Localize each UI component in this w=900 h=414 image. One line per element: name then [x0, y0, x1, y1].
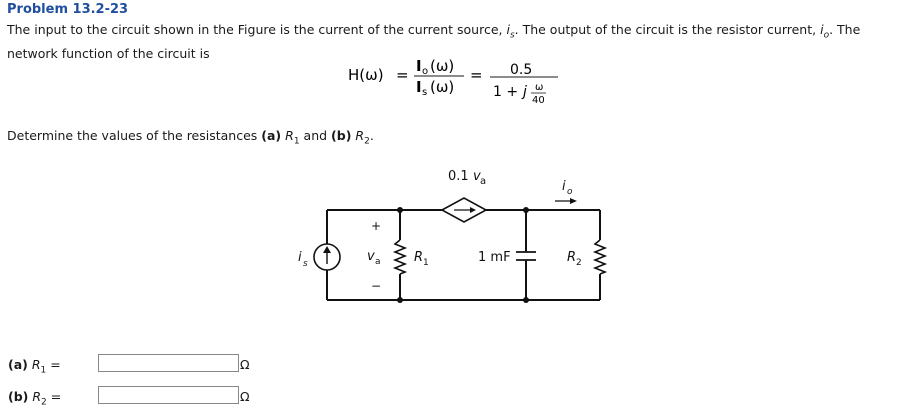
- va-sub: a: [375, 257, 381, 267]
- output-current-arrow: [555, 198, 577, 204]
- answer-sub-r1: 1: [40, 365, 47, 376]
- current-source-symbol: [313, 243, 341, 271]
- r2-resistor-symbol: [592, 239, 608, 275]
- intro-source-var: i: [506, 22, 510, 37]
- node-dot: [397, 297, 403, 303]
- answer-unit-r2: Ω: [240, 389, 250, 404]
- question-part-b: (b): [331, 128, 352, 143]
- intro-output-sub: o: [823, 30, 830, 41]
- answer-sub-r2: 2: [41, 397, 47, 408]
- formula-lhs: H(ω): [348, 66, 384, 84]
- cap-label: 1 mF: [478, 250, 511, 265]
- formula-num-sym: I: [416, 57, 422, 75]
- va-var: v: [367, 249, 375, 264]
- question-r2-sub: 2: [364, 136, 370, 147]
- question-text: Determine the values of the resistances …: [7, 128, 374, 147]
- problem-intro: The input to the circuit shown in the Fi…: [7, 21, 897, 63]
- intro-output-var: i: [820, 22, 824, 37]
- problem-title: Problem 13.2-23: [7, 2, 129, 17]
- va-minus: −: [371, 279, 381, 293]
- r1-answer-input[interactable]: [98, 354, 239, 372]
- formula-num-arg: (ω): [430, 57, 454, 75]
- answer-equals-r2: =: [50, 389, 62, 404]
- node-dot: [523, 207, 529, 213]
- formula-den-arg: (ω): [430, 78, 454, 96]
- answer-label-r1: (a) R1 =: [8, 357, 61, 376]
- capacitor-symbol: [516, 251, 536, 261]
- formula-value-den-frac-num: ω: [535, 82, 543, 93]
- output-current-var: i: [562, 179, 566, 194]
- formula-value-den-j: j: [521, 84, 527, 100]
- r1-sub: 1: [423, 258, 429, 268]
- dependent-source-symbol: [440, 197, 488, 223]
- source-current-sub: s: [303, 259, 308, 269]
- va-plus: +: [371, 219, 381, 233]
- formula-value-den-frac-den: 40: [532, 95, 545, 106]
- intro-source-sub: s: [509, 30, 515, 41]
- question-end: .: [369, 128, 374, 143]
- question-r1: R: [285, 128, 294, 143]
- r2-answer-input[interactable]: [98, 386, 239, 404]
- answer-part-a: (a): [8, 357, 28, 372]
- source-current-var: i: [298, 250, 302, 265]
- answer-part-b: (b): [8, 389, 29, 404]
- question-and: and: [299, 128, 332, 143]
- node-dot: [397, 207, 403, 213]
- network-function-formula: H(ω) = I o (ω) I s (ω) = 0.5 1 + j ω 40: [340, 56, 580, 116]
- question-body: Determine the values of the resistances: [7, 128, 262, 143]
- question-r2: R: [355, 128, 365, 143]
- answer-label-r2: (b) R2 =: [8, 389, 61, 408]
- dep-source-var: v: [473, 169, 481, 184]
- r2-sub: 2: [576, 258, 582, 268]
- r1-label: R: [414, 250, 423, 265]
- question-r1-sub: 1: [293, 136, 300, 147]
- r1-resistor-symbol: [392, 239, 408, 275]
- formula-value-num: 0.5: [510, 62, 532, 78]
- formula-equals: =: [396, 66, 409, 84]
- answer-var-r2: R: [32, 389, 42, 404]
- intro-text-3: . The network function of the circuit is: [7, 22, 861, 61]
- formula-num-sub: o: [422, 66, 428, 77]
- r2-label: R: [567, 250, 576, 265]
- answer-unit-r1: Ω: [240, 357, 250, 372]
- formula-equals-2: =: [470, 66, 483, 84]
- circuit-nodes: [397, 207, 529, 303]
- question-part-a: (a): [261, 128, 282, 143]
- formula-den-sym: I: [416, 78, 422, 96]
- circuit-diagram: 0.1 v a i o i s + v a − R 1 1 mF R 2: [280, 160, 620, 314]
- formula-value-den-prefix: 1 +: [493, 84, 518, 100]
- dep-source-gain: 0.1: [448, 169, 469, 184]
- formula-den-sub: s: [422, 87, 427, 98]
- node-dot: [523, 297, 529, 303]
- intro-text-1: The input to the circuit shown in the Fi…: [7, 22, 507, 37]
- dep-source-sub: a: [480, 176, 486, 187]
- output-current-sub: o: [567, 187, 573, 197]
- answer-var-r1: R: [31, 357, 41, 372]
- intro-text-2: . The output of the circuit is the resis…: [514, 22, 821, 37]
- answer-equals-r1: =: [50, 357, 61, 372]
